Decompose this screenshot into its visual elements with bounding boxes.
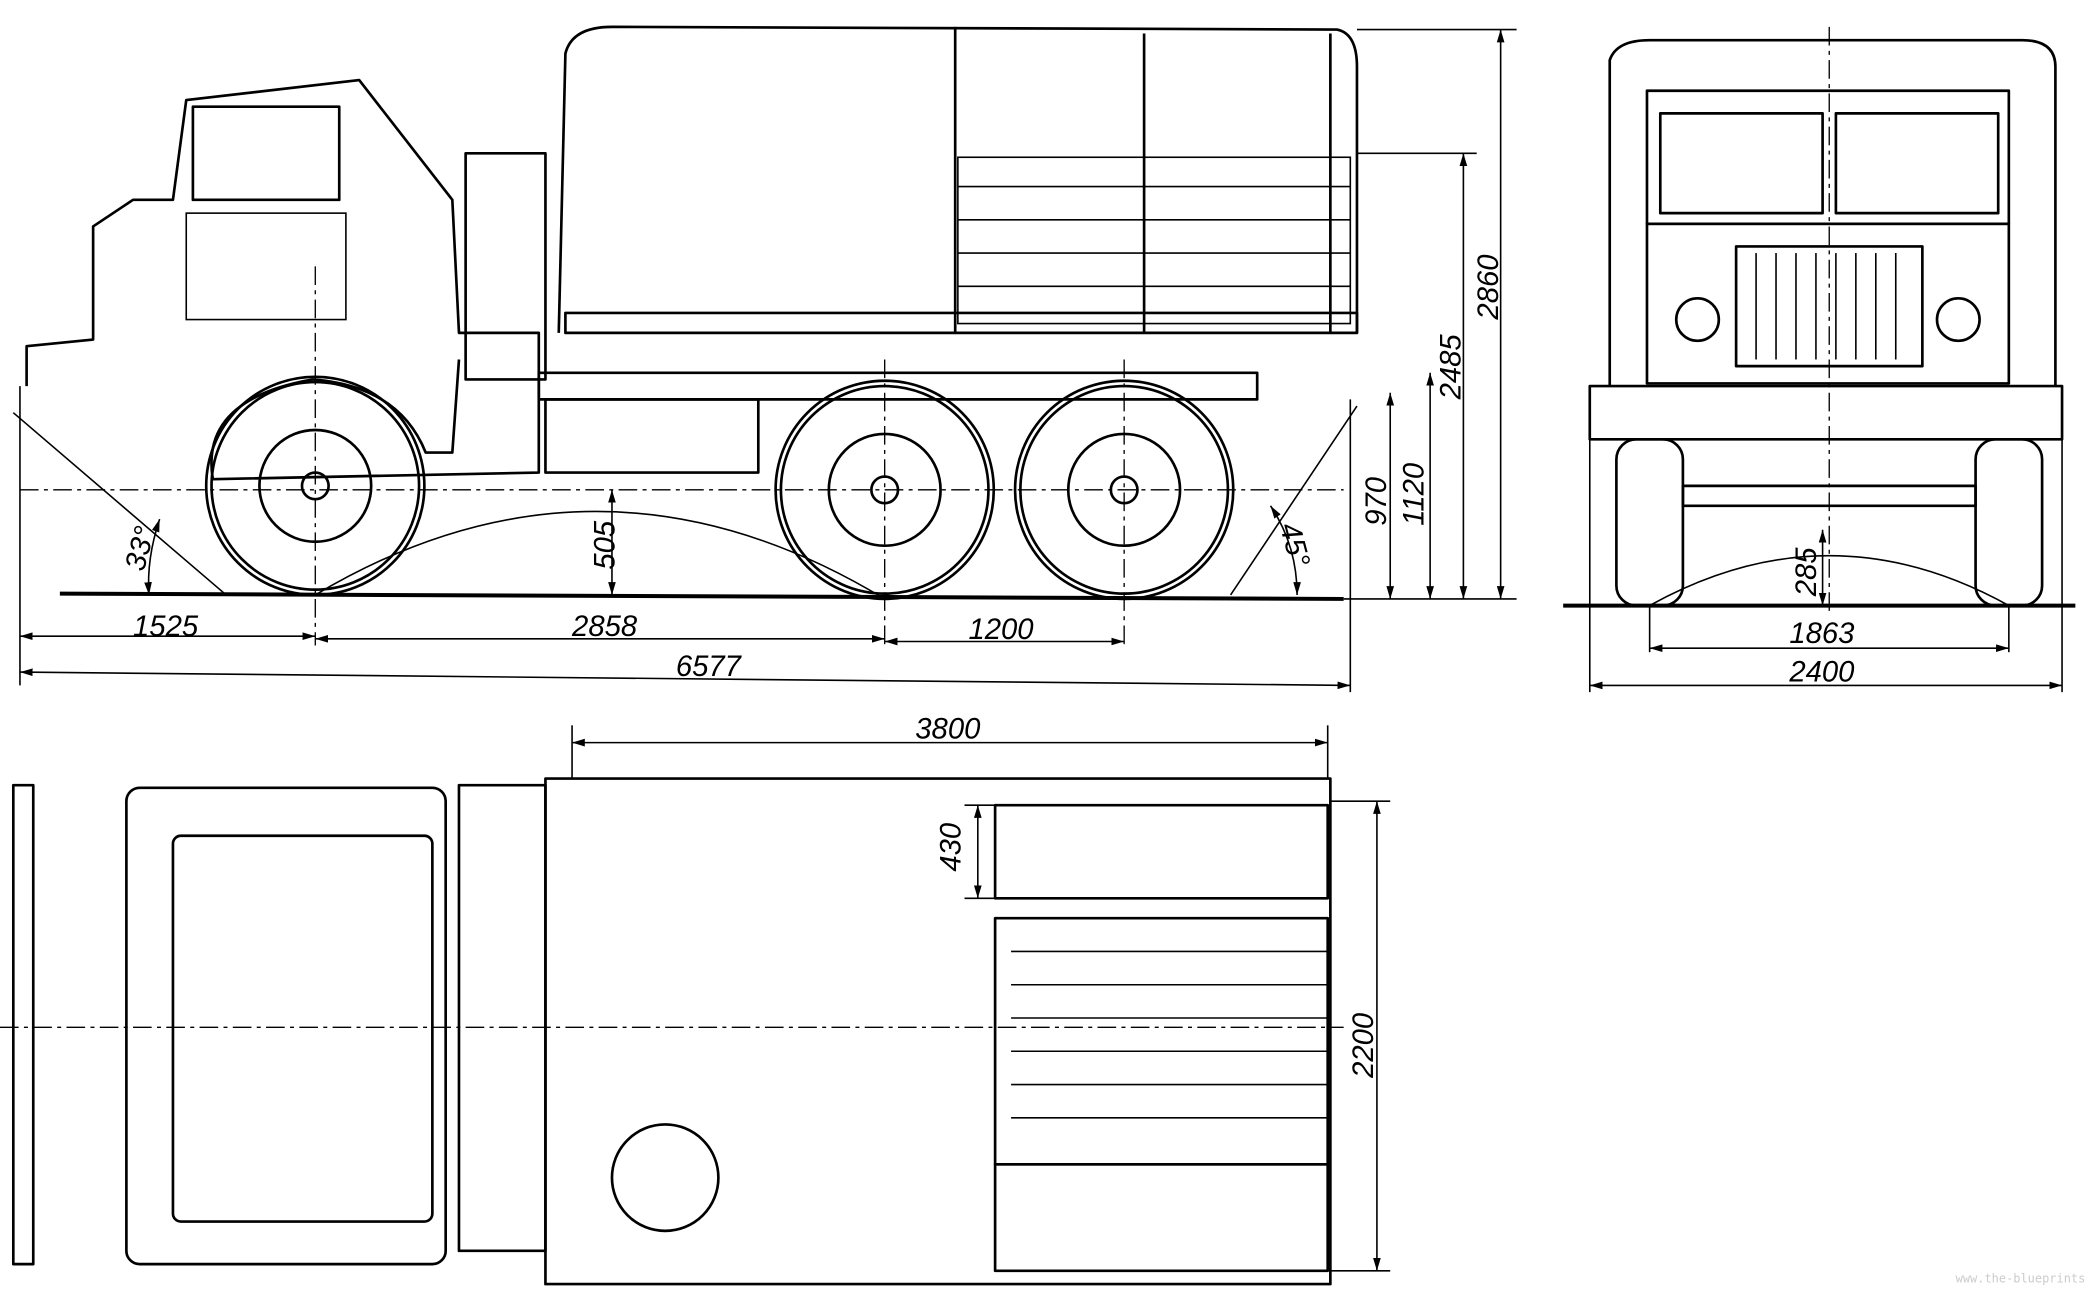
cab-window <box>191 105 341 202</box>
top-view: 3800 430 2200 <box>0 714 1391 1286</box>
side-view: 1525 2858 1200 6577 505 970 1120 2485 28… <box>12 25 1517 693</box>
dim-bench-width: 430 <box>936 822 968 872</box>
cargo-canopy <box>557 25 1359 333</box>
front-tire-right <box>1974 437 2044 607</box>
headlight-right <box>1935 296 1981 343</box>
cab-door <box>185 212 347 321</box>
cab <box>25 78 541 481</box>
dim-front-overhang: 1525 <box>133 611 199 643</box>
dim-approach-angle: 33° <box>120 523 162 574</box>
front-view: 1863 2400 285 <box>1563 26 2076 693</box>
cargo-rack <box>564 26 1359 335</box>
dim-frame-height: 970 <box>1361 476 1393 526</box>
fuel-tank <box>544 398 760 474</box>
dim-overall-width: 2400 <box>1788 656 1855 688</box>
dim-body-length: 3800 <box>915 714 981 746</box>
dim-platform-height: 1120 <box>1398 462 1430 526</box>
dim-ground-clearance: 505 <box>590 520 622 570</box>
dim-overall-height: 2860 <box>1473 254 1505 321</box>
canopy-front <box>1608 38 2057 387</box>
windshield-frame <box>1645 89 2011 226</box>
dim-cab-height: 2485 <box>1436 334 1468 401</box>
front-bumper-top <box>11 783 35 1266</box>
dim-track: 1863 <box>1789 618 1855 650</box>
spare-wheel-top <box>457 783 547 1253</box>
dim-overall-length: 6577 <box>676 651 743 683</box>
cargo-body-top <box>544 777 1332 1286</box>
dim-wheelbase-front: 2858 <box>571 611 638 643</box>
headlight-left <box>1674 296 1721 343</box>
dim-departure-angle: 45° <box>1273 519 1315 570</box>
dim-wheelbase-rear: 1200 <box>969 614 1035 646</box>
front-bumper <box>1588 384 2064 441</box>
dim-body-width: 2200 <box>1348 1012 1380 1079</box>
hood-front <box>1645 222 2011 385</box>
watermark: www.the-blueprints.com <box>1956 1272 2086 1286</box>
spare-wheel-box <box>464 151 547 381</box>
hood-top <box>125 786 447 1266</box>
front-tire-left <box>1615 437 1685 607</box>
roof-hatch <box>610 1123 720 1233</box>
dim-axle-clearance: 285 <box>1791 547 1823 598</box>
cab-roof-top <box>171 834 434 1223</box>
